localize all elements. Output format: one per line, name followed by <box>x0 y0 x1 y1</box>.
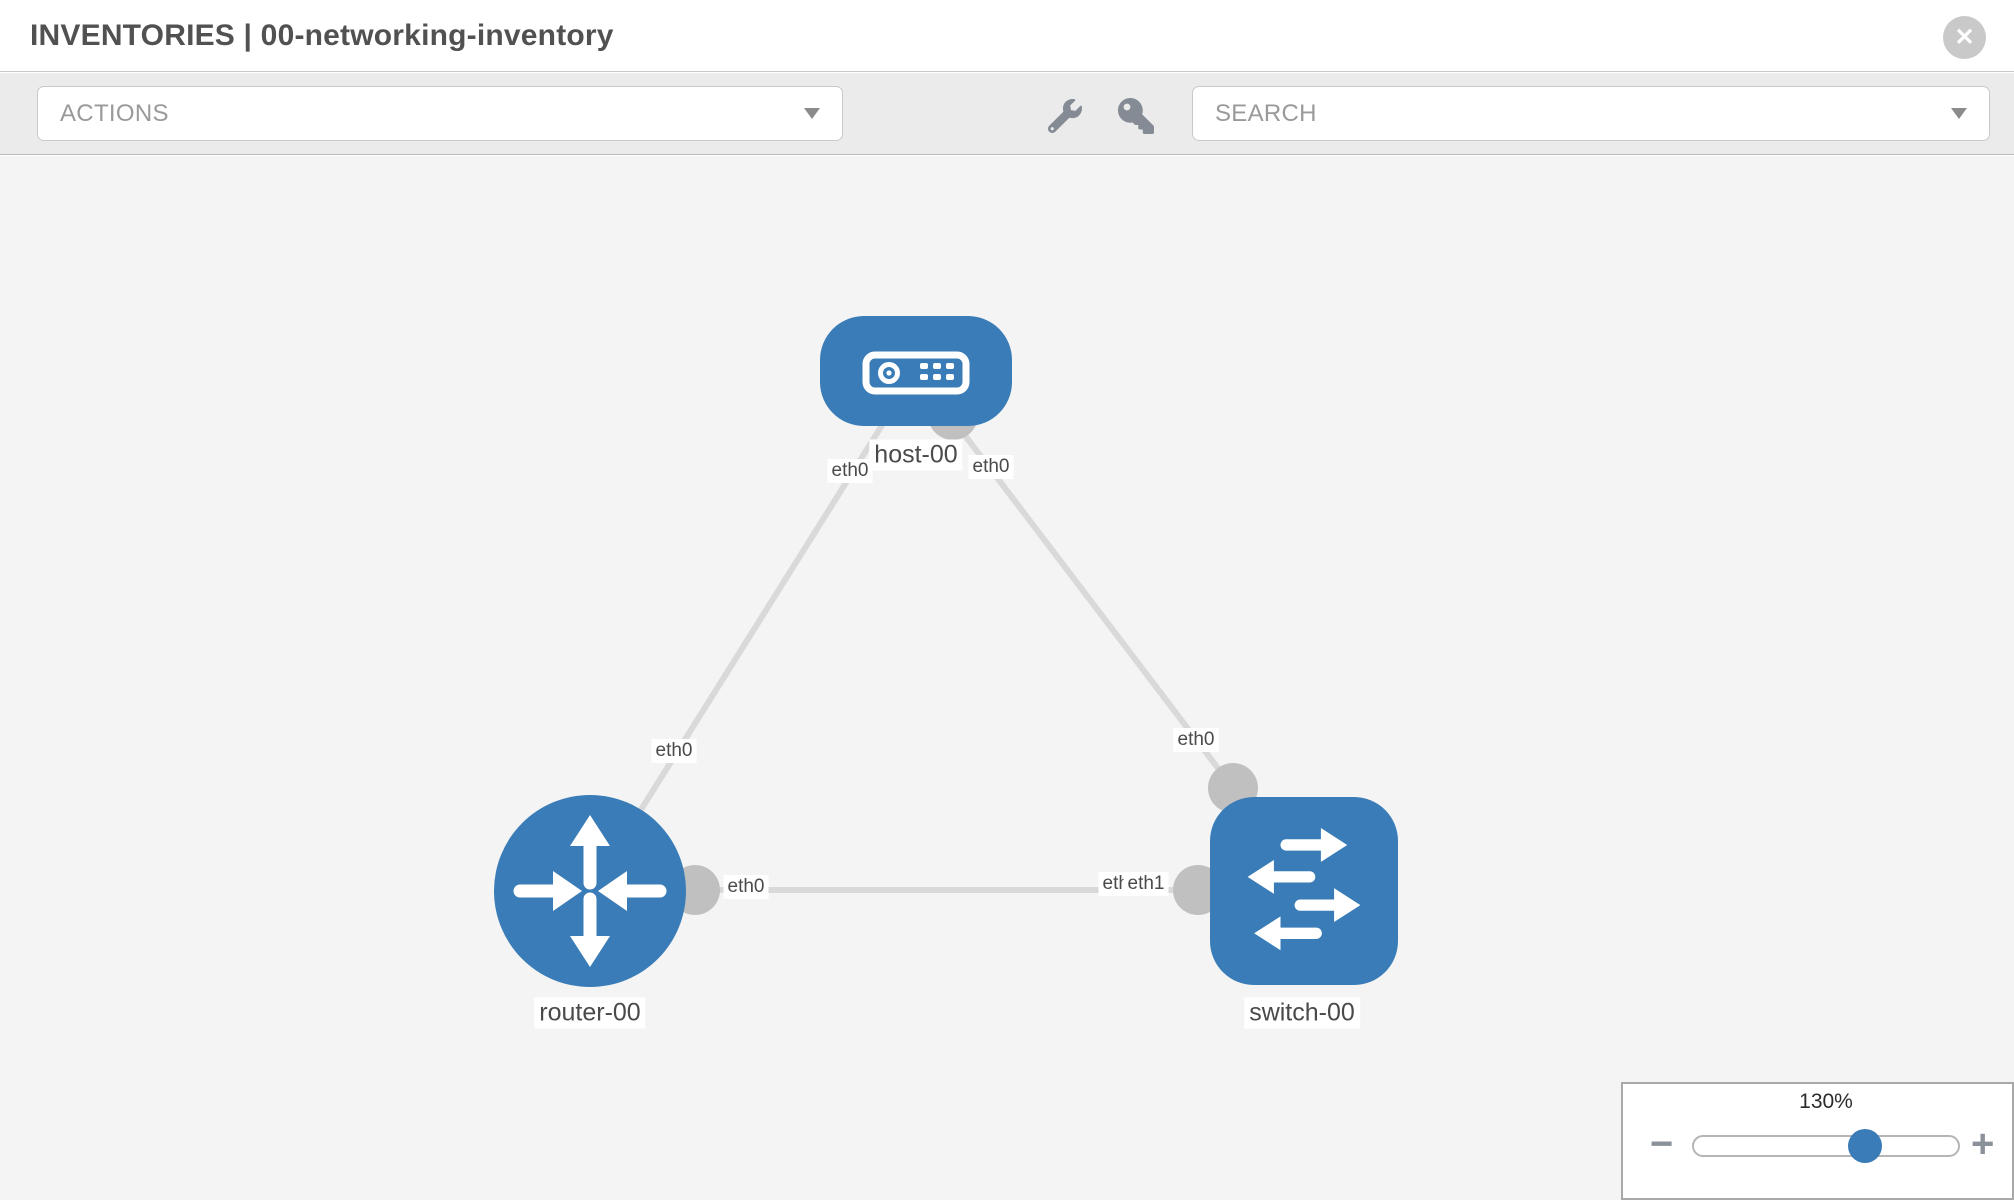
router-icon <box>513 815 667 967</box>
page-title: INVENTORIES | 00-networking-inventory <box>30 19 614 52</box>
iface-label-switch-eth1: eth1 <box>1123 872 1169 896</box>
node-label-switch-00: switch-00 <box>1244 997 1360 1029</box>
chevron-down-icon <box>1951 108 1967 119</box>
chevron-down-icon <box>804 108 820 119</box>
actions-dropdown[interactable]: ACTIONS <box>37 86 843 141</box>
link-host-switch <box>913 369 1236 790</box>
zoom-slider-handle[interactable] <box>1848 1129 1882 1163</box>
configure-button[interactable] <box>1046 97 1084 135</box>
iface-label-switch-eth0: eth0 <box>1173 728 1219 752</box>
plus-icon: + <box>1971 1122 1995 1166</box>
iface-label-router-eth0-host: eth0 <box>651 739 697 763</box>
node-host-00[interactable] <box>820 316 1012 426</box>
node-router-00[interactable] <box>494 795 686 987</box>
toolbar: ACTIONS SEARCH <box>0 73 2014 155</box>
zoom-panel: 130% − + <box>1621 1082 2014 1200</box>
node-label-host-00: host-00 <box>869 439 963 471</box>
header: INVENTORIES | 00-networking-inventory ✕ <box>0 0 2014 72</box>
zoom-out-button[interactable]: − <box>1650 1124 1673 1164</box>
link-layer <box>587 369 1236 893</box>
zoom-in-button[interactable]: + <box>1971 1124 1994 1164</box>
close-icon: ✕ <box>1954 24 1975 51</box>
zoom-value: 130% <box>1799 1090 1853 1113</box>
link-host-router <box>587 369 919 893</box>
iface-label-router-eth0-switch: eth0 <box>723 875 769 899</box>
search-dropdown[interactable]: SEARCH <box>1192 86 1990 141</box>
node-label-router-00: router-00 <box>534 997 646 1029</box>
switch-icon <box>1247 828 1361 951</box>
topology-canvas[interactable]: host-00 router-00 switch-00 eth0 eth0 et… <box>0 156 2014 1200</box>
iface-label-host-eth0-router: eth0 <box>827 459 873 483</box>
actions-dropdown-label: ACTIONS <box>60 99 169 127</box>
close-button[interactable]: ✕ <box>1943 16 1986 59</box>
credentials-button[interactable] <box>1117 97 1155 135</box>
wrench-icon <box>1048 99 1082 133</box>
search-dropdown-label: SEARCH <box>1215 99 1317 127</box>
key-icon <box>1118 98 1154 134</box>
node-switch-00[interactable] <box>1210 797 1398 985</box>
zoom-slider[interactable] <box>1692 1135 1960 1157</box>
host-icon <box>862 351 970 395</box>
iface-label-host-eth0-switch: eth0 <box>968 455 1014 479</box>
minus-icon: − <box>1650 1122 1674 1166</box>
